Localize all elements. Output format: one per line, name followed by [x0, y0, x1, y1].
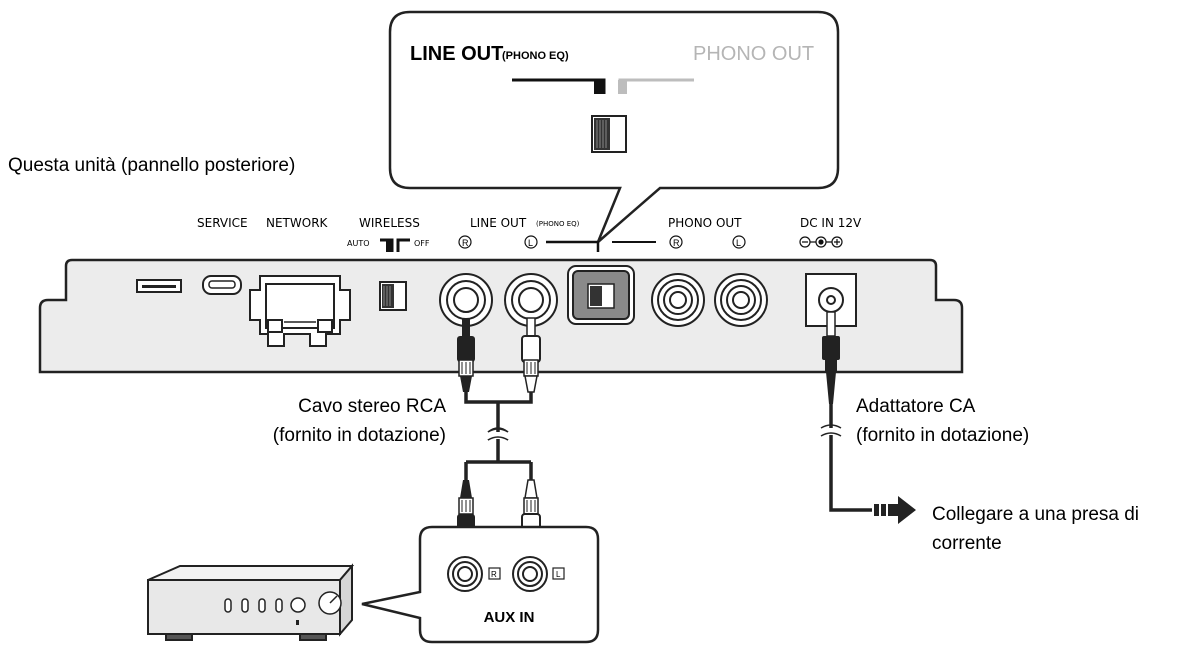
- service-label: SERVICE: [197, 216, 248, 230]
- phono-out-l-mark: L: [732, 235, 746, 249]
- svg-text:R: R: [462, 238, 469, 248]
- outlet-label-line1: Collegare a una presa di: [932, 504, 1139, 525]
- line-out-phono-switch: [567, 265, 635, 325]
- rca-plug-top-right: [521, 317, 541, 393]
- svg-text:L: L: [736, 238, 741, 248]
- wireless-label: WIRELESS: [359, 216, 420, 230]
- outlet-label-line2: corrente: [932, 533, 1002, 554]
- aux-in-r-mark: R: [491, 570, 497, 579]
- ac-adapter-label-line1: Adattatore CA: [856, 396, 976, 417]
- dc-in-label: DC IN 12V: [800, 216, 862, 230]
- outlet-arrow-icon: [874, 496, 916, 524]
- amplifier-device: [147, 563, 355, 641]
- dc-in-jack: [805, 273, 857, 327]
- rca-cable-label-line1: Cavo stereo RCA: [298, 396, 446, 417]
- aux-in-r-jack: [447, 556, 483, 592]
- wireless-off-label: OFF: [414, 239, 430, 248]
- phono-out-r-mark: R: [669, 235, 683, 249]
- dc-polarity-icon: [799, 236, 843, 248]
- aux-in-label: AUX IN: [484, 609, 535, 626]
- callout-slide-switch: [591, 115, 627, 153]
- ac-adapter-label-line2: (fornito in dotazione): [856, 425, 1029, 446]
- ac-adapter-plug: [822, 311, 840, 404]
- phono-out-l-jack: [714, 273, 768, 327]
- rca-plug-top-left: [457, 318, 475, 392]
- phono-eq-panel-label: (PHONO EQ): [536, 220, 580, 228]
- callout-bubble: LINE OUT (PHONO EQ) PHONO OUT: [388, 10, 840, 243]
- line-out-l-mark: L: [524, 235, 538, 249]
- phono-out-panel-label: PHONO OUT: [668, 216, 742, 230]
- callout-phono-out-label: PHONO OUT: [693, 43, 814, 65]
- callout-phono-eq-label: (PHONO EQ): [502, 50, 569, 62]
- rca-cable-label-line2: (fornito in dotazione): [273, 425, 446, 446]
- wireless-auto-label: AUTO: [347, 239, 370, 248]
- svg-text:L: L: [528, 238, 533, 248]
- aux-in-l-jack: [512, 556, 548, 592]
- network-label: NETWORK: [266, 216, 329, 230]
- line-out-l-jack: [504, 273, 558, 327]
- phono-out-r-jack: [651, 273, 705, 327]
- ac-adapter-cable: [829, 404, 872, 512]
- aux-in-l-mark: L: [556, 570, 561, 579]
- panel-labels: SERVICE NETWORK WIRELESS AUTO OFF LINE O…: [197, 216, 862, 248]
- line-out-panel-label: LINE OUT: [470, 216, 527, 230]
- network-ethernet-port: [249, 275, 351, 347]
- wireless-switch-indicator: [380, 238, 410, 252]
- line-out-switch-indicator: [546, 240, 600, 252]
- unit-caption: Questa unità (pannello posteriore): [8, 155, 295, 176]
- aux-in-callout: R L AUX IN: [361, 525, 600, 644]
- line-out-r-mark: R: [458, 235, 472, 249]
- line-out-r-jack: [439, 273, 493, 327]
- wireless-slide-switch: [379, 281, 407, 311]
- callout-line-out-label: LINE OUT: [410, 43, 503, 65]
- svg-text:R: R: [673, 238, 680, 248]
